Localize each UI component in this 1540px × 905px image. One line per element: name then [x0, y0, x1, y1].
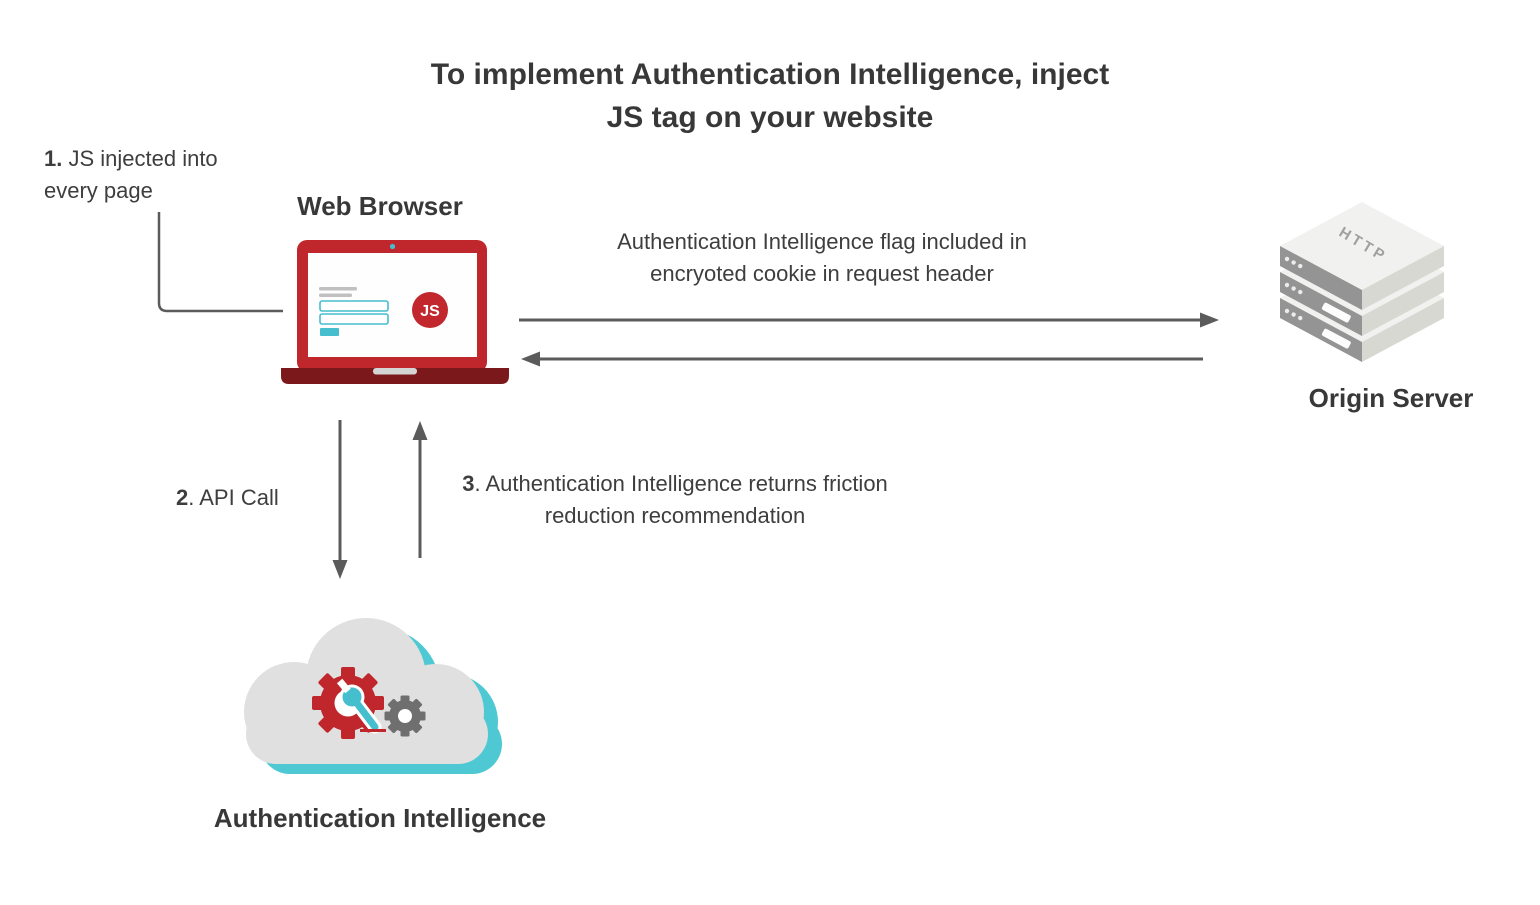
arrowhead-up-icon — [412, 421, 428, 440]
step2-text: . API Call — [188, 485, 279, 510]
screen-text-line — [319, 293, 352, 297]
web-browser-laptop-icon: JS — [281, 240, 509, 384]
laptop-base-notch — [373, 368, 417, 375]
step3-text: . Authentication Intelligence returns fr… — [474, 471, 888, 528]
wrench-underline — [360, 729, 386, 732]
screen-submit-button-shape — [320, 328, 339, 336]
auth-intelligence-label: Authentication Intelligence — [213, 803, 547, 833]
server-drive-slot — [1321, 328, 1351, 349]
step1-label: 1. JS injected into every page — [44, 143, 274, 207]
diagram-title: To implement Authentication Intelligence… — [320, 53, 1220, 139]
step2-number: 2 — [176, 485, 189, 510]
request-flow-label: Authentication Intelligence flag include… — [617, 229, 1027, 286]
auth-intelligence-cloud-icon — [244, 618, 502, 774]
server-unit: HTTP — [1280, 202, 1444, 310]
screen-input-field — [319, 313, 389, 325]
arrowhead-down-icon — [332, 560, 348, 579]
js-badge-icon — [412, 292, 448, 328]
step1-connector-line — [157, 212, 283, 313]
step3-label: 3. Authentication Intelligence returns f… — [445, 468, 905, 532]
js-badge-text: JS — [420, 303, 440, 320]
diagram-title-line2: JS tag on your website — [606, 101, 934, 134]
step2-label: 2. API Call — [176, 482, 336, 514]
arrowhead-right-icon — [1200, 312, 1219, 328]
recommendation-arrow — [412, 421, 428, 558]
server-led-dots — [1284, 282, 1303, 295]
step1-number: 1. — [44, 146, 63, 171]
diagram-title-line1: To implement Authentication Intelligence… — [430, 58, 1110, 91]
origin-server-label: Origin Server — [1308, 383, 1474, 413]
arrowhead-left-icon — [521, 351, 540, 367]
laptop-camera-dot — [389, 243, 396, 250]
gray-gear-icon — [384, 695, 426, 737]
server-led-dots — [1284, 308, 1303, 321]
response-arrow — [521, 351, 1203, 367]
web-browser-label: Web Browser — [297, 191, 463, 221]
server-led-dots — [1284, 256, 1303, 269]
step1-text: JS injected into every page — [44, 146, 218, 203]
server-drive-slot — [1321, 302, 1351, 323]
origin-server-stack-icon: HTTP — [1280, 202, 1444, 362]
screen-input-field — [319, 300, 389, 312]
laptop-base — [281, 368, 509, 384]
wrench-icon — [336, 678, 382, 734]
step3-number: 3 — [462, 471, 475, 496]
screen-text-line — [319, 287, 357, 291]
request-arrow — [519, 312, 1219, 328]
